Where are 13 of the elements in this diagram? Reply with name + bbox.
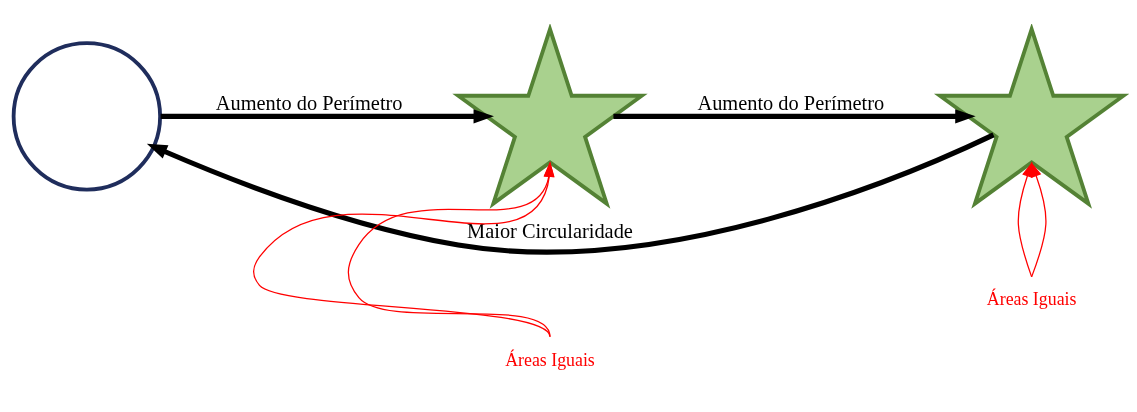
node-text: Áreas Iguais [505, 349, 595, 370]
arrow [1030, 161, 1047, 278]
arrow [146, 132, 995, 254]
edge-label: Aumento do Perímetro [215, 91, 403, 114]
edge-label: Maior Circularidade [467, 219, 633, 242]
edge-label: Aumento do Perímetro [697, 91, 885, 114]
node-text: Áreas Iguais [986, 288, 1077, 309]
arrow [253, 161, 555, 337]
node-star [452, 23, 648, 209]
node-star [933, 23, 1129, 209]
arrow [613, 108, 976, 124]
arrow [160, 108, 494, 124]
node-circle [11, 40, 163, 192]
